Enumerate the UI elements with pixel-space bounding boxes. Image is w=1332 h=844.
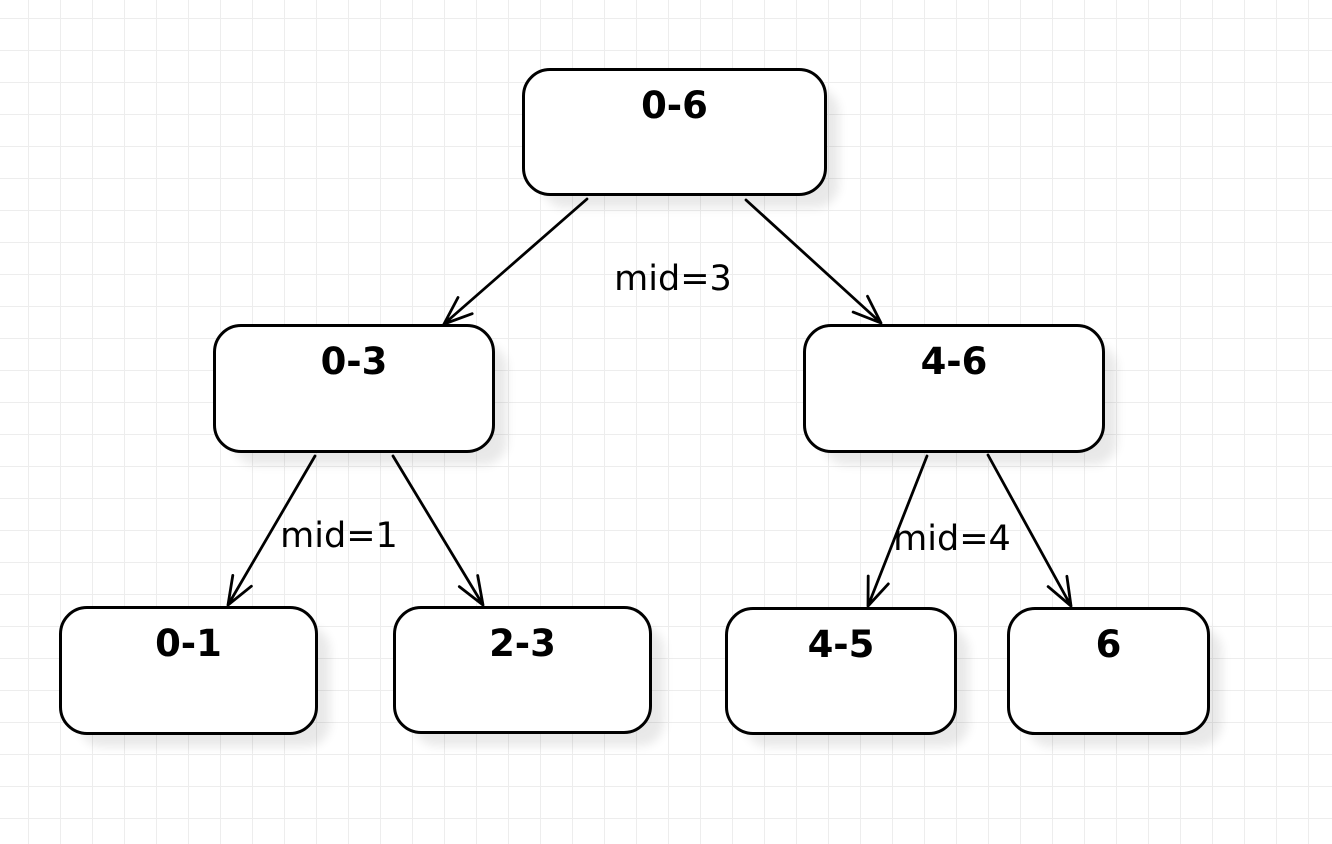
node-0-3[interactable]: 0-3 xyxy=(213,324,495,453)
node-0-6-label: 0-6 xyxy=(641,84,708,127)
node-0-6[interactable]: 0-6 xyxy=(522,68,827,196)
node-4-6[interactable]: 4-6 xyxy=(803,324,1105,453)
edge-0-3-to-0-1[interactable] xyxy=(226,454,317,607)
node-6-label: 6 xyxy=(1095,623,1122,666)
edge-0-6-to-4-6[interactable] xyxy=(744,198,883,325)
edge-0-3-to-2-3[interactable] xyxy=(391,454,485,607)
edge-label-mid-4[interactable]: mid=4 xyxy=(893,519,1011,559)
edge-label-mid-1[interactable]: mid=1 xyxy=(280,516,398,556)
edge-0-6-to-0-3[interactable] xyxy=(442,197,589,326)
node-2-3[interactable]: 2-3 xyxy=(393,606,652,734)
node-4-5-label: 4-5 xyxy=(807,623,875,666)
edge-label-mid-3[interactable]: mid=3 xyxy=(614,259,732,299)
node-0-1-label: 0-1 xyxy=(155,622,222,665)
node-2-3-label: 2-3 xyxy=(489,622,556,665)
node-0-3-label: 0-3 xyxy=(320,340,388,383)
node-4-5[interactable]: 4-5 xyxy=(725,607,957,735)
node-4-6-label: 4-6 xyxy=(920,340,988,383)
edge-4-6-to-6[interactable] xyxy=(986,453,1073,608)
edge-4-6-to-4-5[interactable] xyxy=(866,454,929,608)
node-6[interactable]: 6 xyxy=(1007,607,1210,735)
node-0-1[interactable]: 0-1 xyxy=(59,606,318,735)
